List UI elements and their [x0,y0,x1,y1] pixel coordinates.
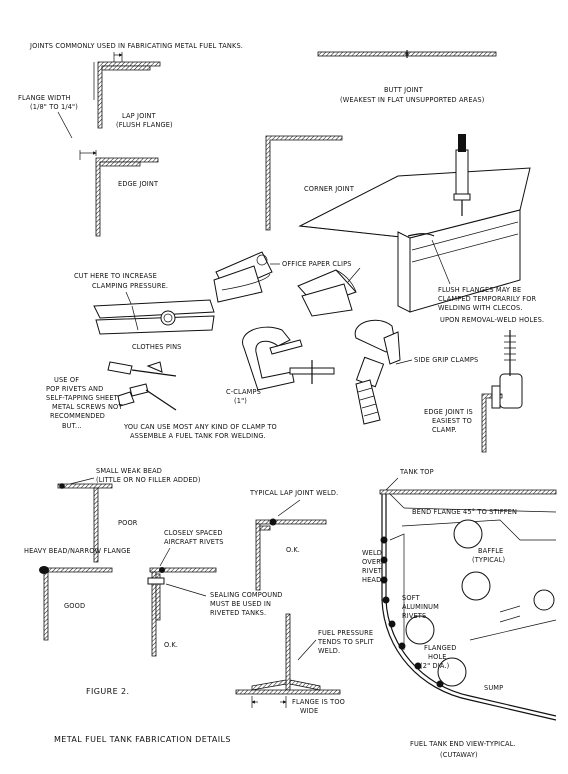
ok-lap-label: O.K. [286,546,300,554]
lap-joint-sub: (FLUSH FLANGE) [116,121,173,129]
small-bead-line2: (LITTLE OR NO FILLER ADDED) [96,476,201,484]
edge-joint-label: EDGE JOINT [118,180,159,188]
edge-easy-line2: EASIEST TO [432,417,472,425]
small-bead-line1: SMALL WEAK BEAD [96,467,162,475]
tank-top-label: TANK TOP [399,468,434,476]
clothes-pins-label: CLOTHES PINS [132,343,182,351]
flanged-hole-line3: (2" DIA.) [420,662,449,670]
pop-rivets-line2: POP RIVETS AND [46,385,103,393]
too-wide-line1: FLANGE IS TOO [292,698,345,706]
c-clamps-label: C-CLAMPS [226,388,261,396]
edge-joint-drawing [79,150,159,237]
soft-rivets-line1: SOFT [402,594,421,602]
too-wide-line2: WIDE [300,707,318,715]
c-clamps-size: (1") [234,397,247,405]
cutaway-label: (CUTAWAY) [440,751,478,759]
weld-rivets-line3: RIVET [362,567,383,575]
office-clip-1-drawing [213,251,273,303]
flanged-hole-line1: FLANGED [424,644,456,652]
flush-flange-line1: FLUSH FLANGES MAY BE [438,286,521,294]
clothes-pin-drawing [93,299,215,335]
pop-rivets-line1: USE OF [54,376,79,384]
sealing-line1: SEALING COMPOUND [210,591,283,599]
heavy-bead-label: HEAVY BEAD/NARROW FLANGE [24,547,131,555]
flush-flange-line3: WELDING WITH CLECOS. [438,304,523,312]
flanged-hole-line2: HOLE [428,653,447,661]
lap-joint-drawing [93,52,161,129]
butt-joint-label: BUTT JOINT [384,86,424,94]
weld-rivets-line4: HEADS. [362,576,388,584]
baffle-label: BAFFLE [478,547,503,555]
sealing-line2: MUST BE USED IN [210,600,271,608]
flange-width-label: FLANGE WIDTH [18,94,71,102]
wide-flange-drawing [235,613,341,708]
pop-rivets-line3: SELF-TAPPING SHEET [46,394,119,402]
edge-clamp-drawing [481,330,523,453]
cleco-corner-drawing [298,134,531,313]
corner-joint-label: CORNER JOINT [304,185,355,193]
sump-label: SUMP [484,684,503,692]
pop-rivets-line4: METAL SCREWS NOT [52,403,123,411]
flush-flange-line4: UPON REMOVAL-WELD HOLES. [440,316,544,324]
butt-joint-sub: (WEAKEST IN FLAT UNSUPPORTED AREAS) [340,96,484,104]
cut-here-label-2: CLAMPING PRESSURE. [92,282,168,290]
rivets-line1: CLOSELY SPACED [164,529,223,537]
figure-caption: FIGURE 2. [86,687,129,696]
pop-rivets-line5: RECOMMENDED [50,412,105,420]
any-clamp-line2: ASSEMBLE A FUEL TANK FOR WELDING. [130,432,266,440]
ok-rivets-label: O.K. [164,641,178,649]
baffle-sub: (TYPICAL) [472,556,505,564]
corner-joint-drawing [265,135,343,231]
good-label: GOOD [64,602,85,610]
poor-weld-drawing [57,483,113,563]
cut-here-label: CUT HERE TO INCREASE [74,272,157,280]
flange-width-range: (1/8" TO 1/4") [30,103,78,111]
weld-rivets-line1: WELD [362,549,382,557]
butt-joint-drawing [317,50,497,58]
good-weld-drawing [39,566,113,641]
soft-rivets-line2: ALUMINUM [402,603,439,611]
pop-rivet-drawing [107,361,177,411]
c-clamp-drawing [242,326,335,391]
sealing-line3: RIVETED TANKS. [210,609,266,617]
flush-flange-line2: CLAMPED TEMPORARILY FOR [438,295,537,303]
lap-weld-drawing [255,518,327,591]
soft-rivets-line3: RIVETS [402,612,426,620]
side-grip-clamp-drawing [354,319,401,425]
lap-joint-label: LAP JOINT [122,112,157,120]
office-clips-label: OFFICE PAPER CLIPS [282,260,352,268]
poor-label: POOR [118,519,138,527]
any-clamp-line1: YOU CAN USE MOST ANY KIND OF CLAMP TO [123,423,277,431]
tank-end-view-drawing [379,489,557,721]
end-view-label: FUEL TANK END VIEW-TYPICAL. [410,740,516,748]
rivets-line2: AIRCRAFT RIVETS [164,538,224,546]
but-label: BUT... [62,422,82,430]
office-clip-2-drawing [297,269,357,317]
typical-lap-label: TYPICAL LAP JOINT WELD. [249,489,338,497]
pressure-line3: WELD. [318,647,340,655]
weld-rivets-line2: OVER [362,558,381,566]
figure-title: METAL FUEL TANK FABRICATION DETAILS [54,735,231,744]
pressure-line1: FUEL PRESSURE [318,629,373,637]
edge-easy-line3: CLAMP. [432,426,457,434]
pressure-line2: TENDS TO SPLIT [317,638,375,646]
side-grip-label: SIDE GRIP CLAMPS [414,356,478,364]
bend-flange-label: BEND FLANGE 45° TO STIFFEN [412,508,517,516]
riveted-joint-drawing [147,567,217,657]
joints-intro-text: JOINTS COMMONLY USED IN FABRICATING META… [29,42,243,50]
edge-easy-line1: EDGE JOINT IS [424,408,473,416]
